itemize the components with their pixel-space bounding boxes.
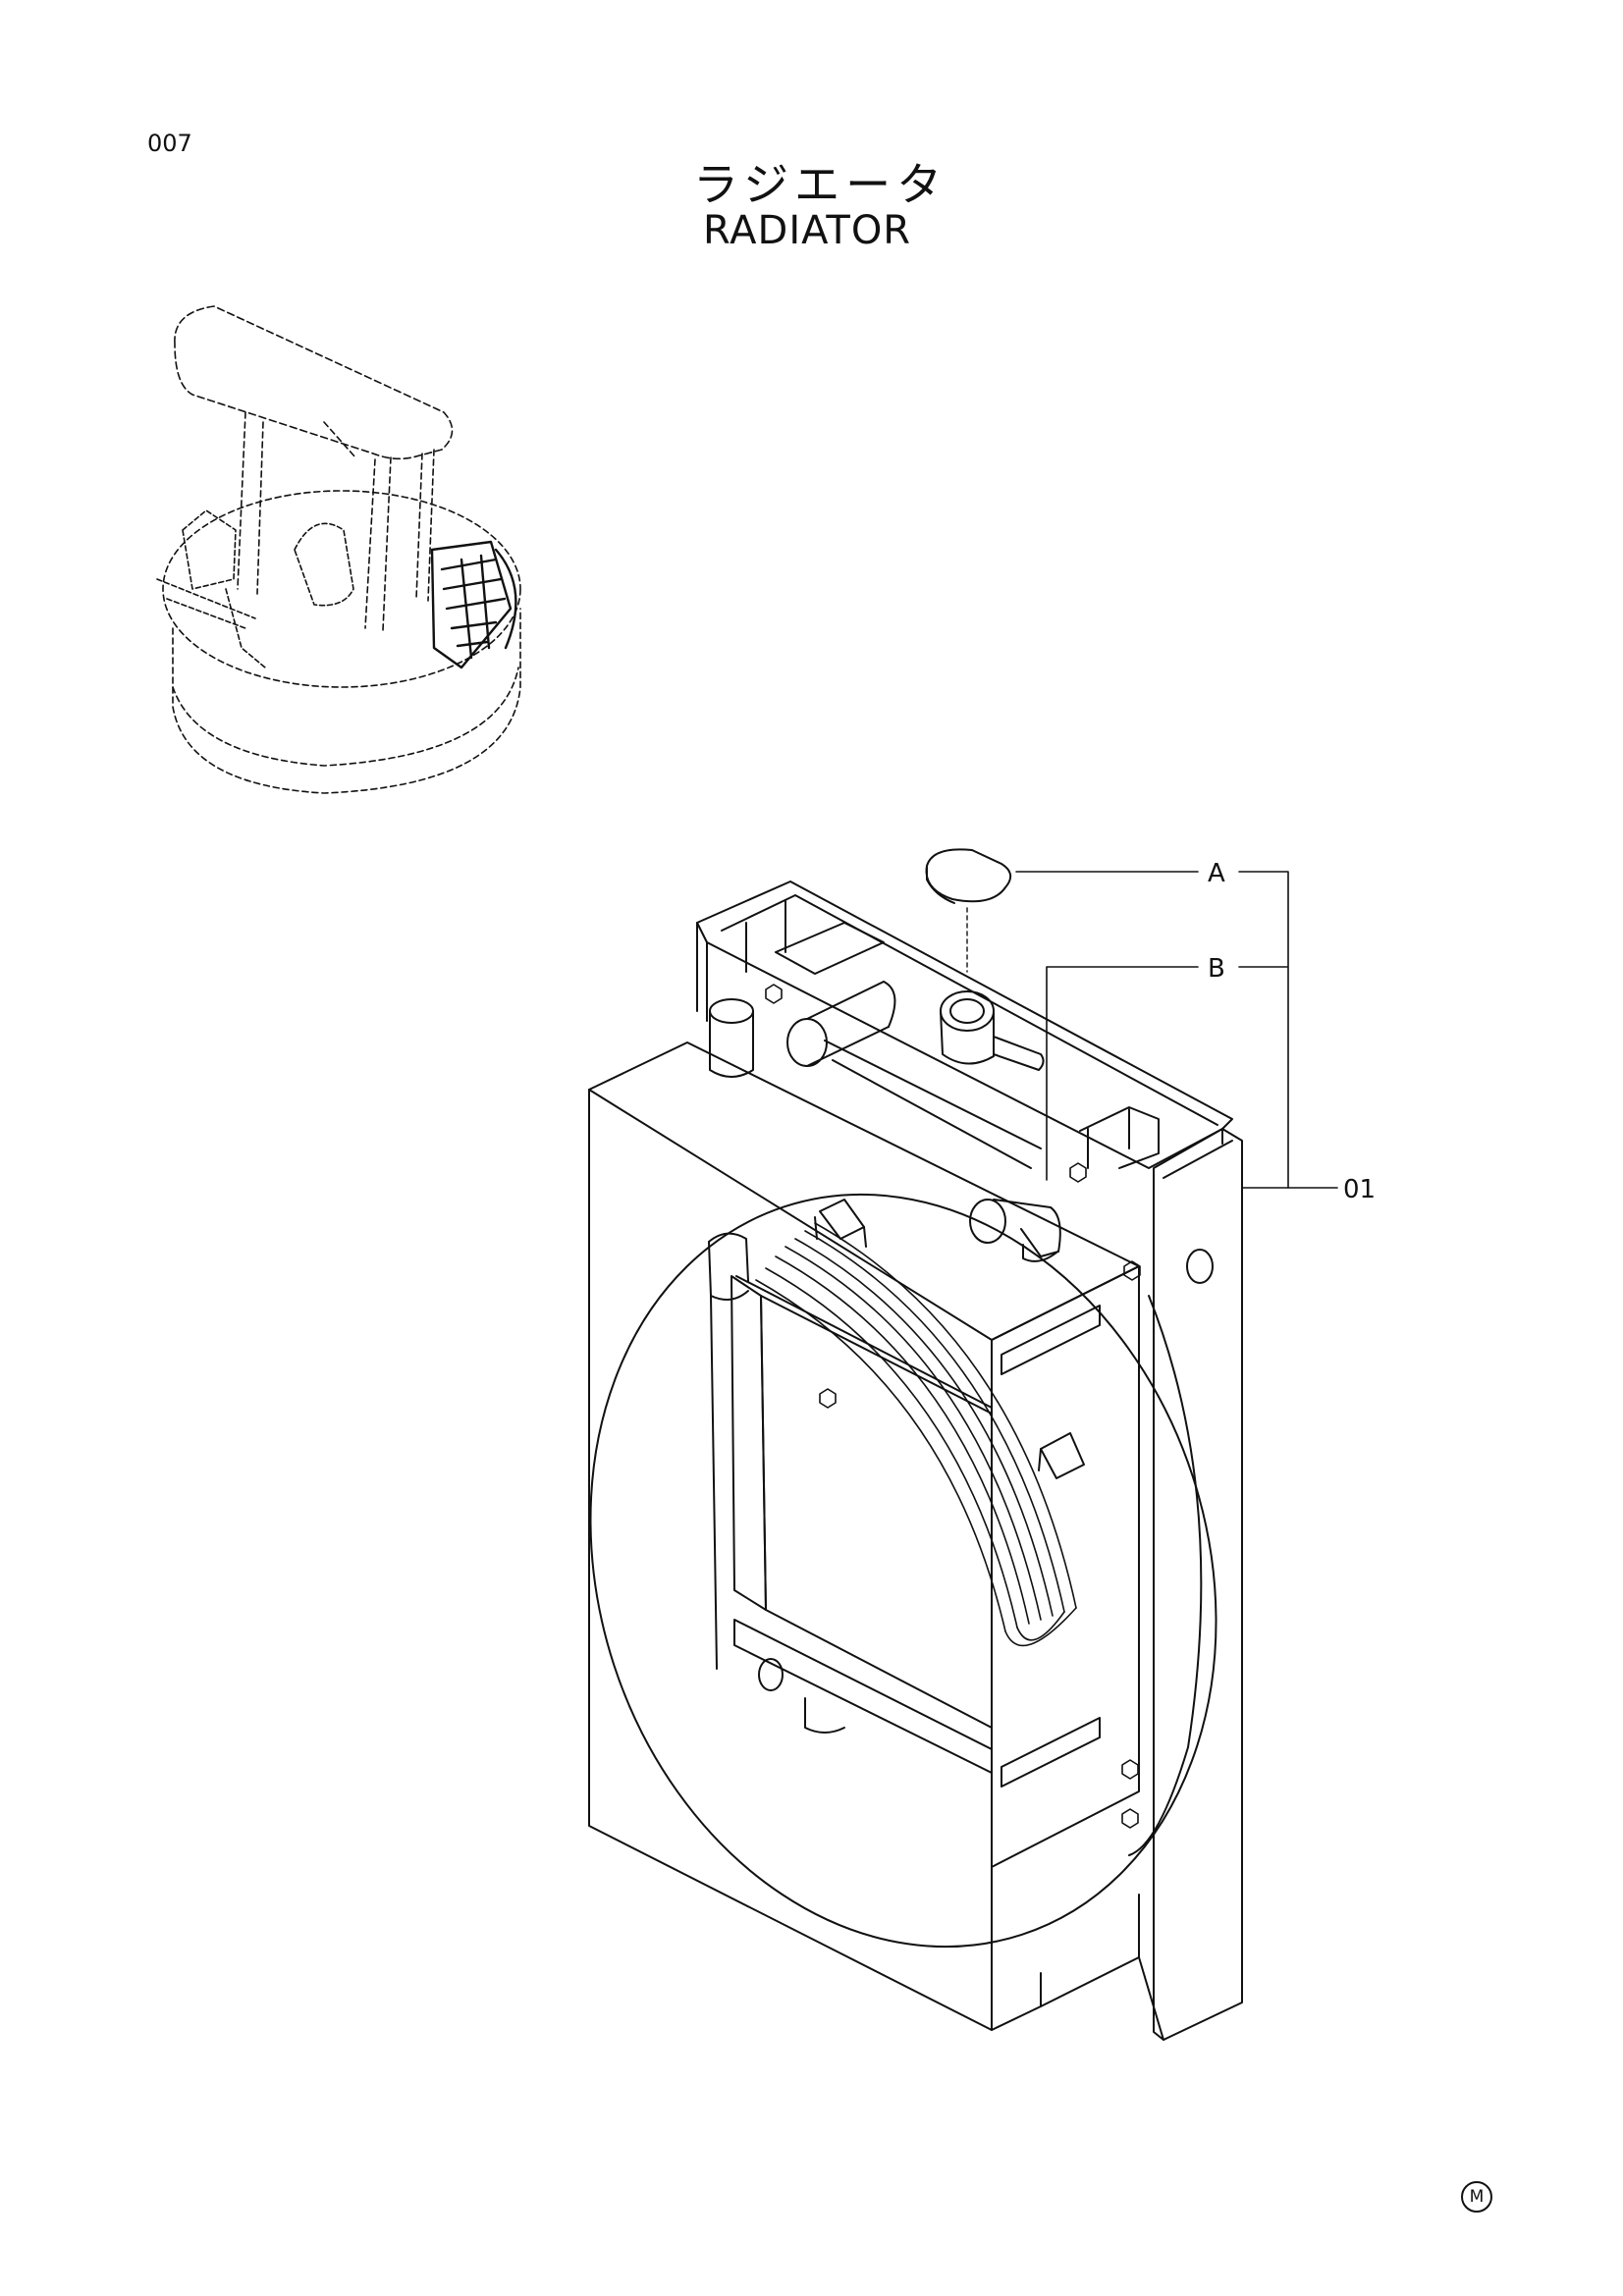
page-number: 007 (147, 130, 192, 157)
radiator-assembly-illustration (588, 848, 1243, 2041)
excavator-overview-illustration (156, 305, 521, 794)
callout-a: A (1208, 859, 1225, 888)
page-title-japanese: ラジエータ (693, 158, 948, 211)
callout-b: B (1208, 954, 1225, 984)
callout-lines (1015, 871, 1338, 1189)
callout-part-01: 01 (1343, 1175, 1376, 1204)
circled-m-mark: M (1461, 2181, 1492, 2213)
page-title-english: RADIATOR (703, 208, 912, 253)
